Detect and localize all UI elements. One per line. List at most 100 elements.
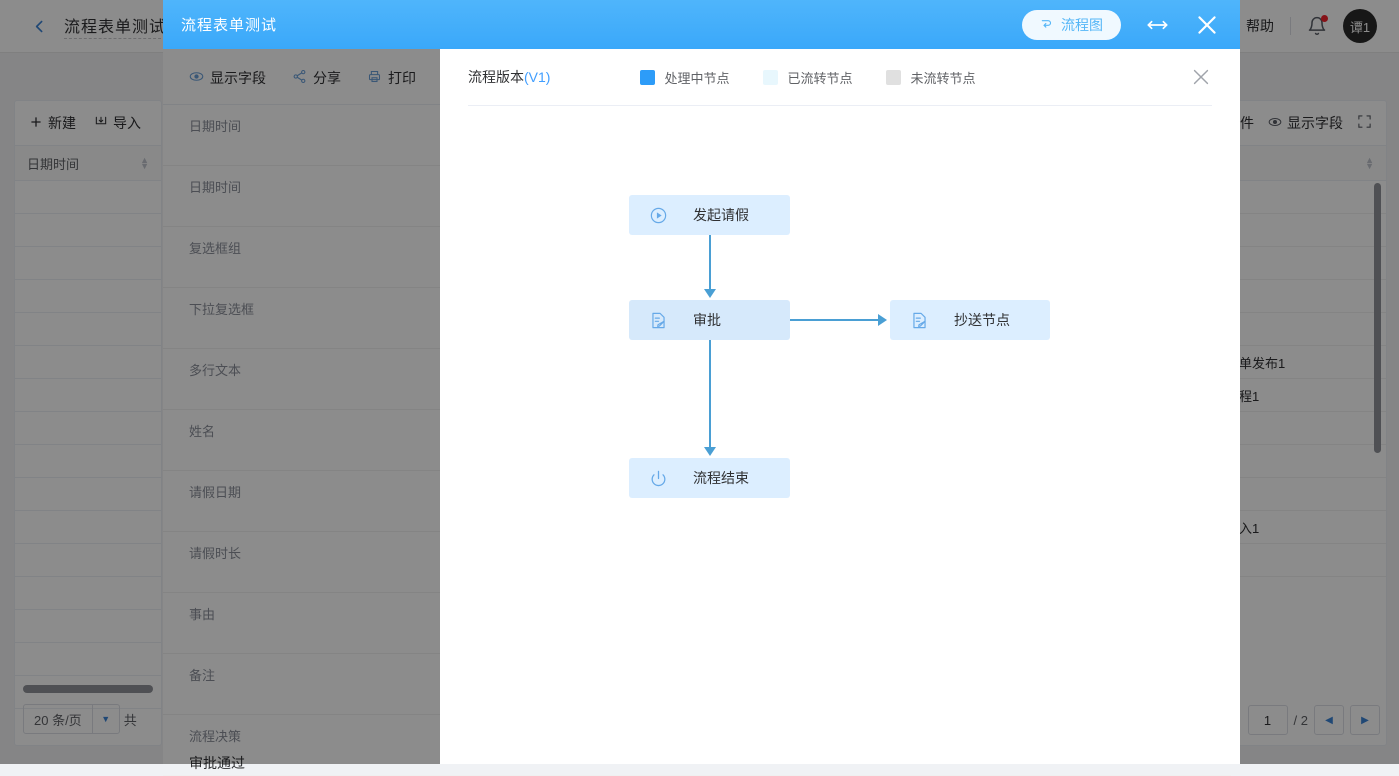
flow-panel-toolbar: 流程版本(V1) 处理中节点 已流转节点 未流转节点 xyxy=(440,49,1240,105)
process-version: 流程版本(V1) xyxy=(468,67,550,87)
edge-approve-to-end xyxy=(709,340,711,449)
process-version-value: (V1) xyxy=(524,69,551,85)
table-row[interactable] xyxy=(15,313,161,346)
flow-legend: 处理中节点 已流转节点 未流转节点 xyxy=(640,68,976,87)
table-row[interactable] xyxy=(15,511,161,544)
table-row[interactable] xyxy=(15,247,161,280)
form-field-label: 事由 xyxy=(189,607,216,622)
fullscreen-icon[interactable] xyxy=(1357,114,1372,132)
next-page-button[interactable]: ▶ xyxy=(1350,705,1380,735)
current-page-input[interactable]: 1 xyxy=(1247,705,1288,735)
legend-label: 处理中节点 xyxy=(664,70,730,86)
table-row[interactable] xyxy=(1201,544,1386,577)
topbar-right-group: 帮助 谭1 xyxy=(1246,9,1377,43)
form-field-label: 姓名 xyxy=(189,424,216,439)
legend-item-in-progress: 处理中节点 xyxy=(640,68,729,87)
show-fields-label: 显示字段 xyxy=(210,70,266,86)
import-button[interactable]: 导入 xyxy=(94,113,141,133)
table-row[interactable] xyxy=(15,346,161,379)
table-row[interactable] xyxy=(15,181,161,214)
total-label: 共 xyxy=(123,712,137,728)
legend-swatch xyxy=(886,69,902,85)
table-row[interactable] xyxy=(1201,247,1386,280)
modal-title: 流程表单测试 xyxy=(181,17,278,34)
form-field-label: 流程决策 xyxy=(189,729,242,744)
table-row[interactable] xyxy=(15,676,161,709)
table-row[interactable] xyxy=(15,280,161,313)
bell-icon[interactable] xyxy=(1307,15,1328,36)
legend-label: 未流转节点 xyxy=(910,70,976,86)
share-label: 分享 xyxy=(313,70,341,86)
table-row[interactable] xyxy=(1201,280,1386,313)
form-field-label: 请假时长 xyxy=(189,546,242,561)
close-icon[interactable] xyxy=(1194,12,1220,38)
share-icon xyxy=(292,69,307,87)
right-card-pagination: 1 / 2 ◀ ▶ xyxy=(1247,705,1380,735)
avatar[interactable]: 谭1 xyxy=(1343,9,1377,43)
total-pages-label: / 2 xyxy=(1293,712,1308,728)
flow-node-start[interactable]: 发起请假 xyxy=(629,195,790,235)
flow-node-cc[interactable]: 抄送节点 xyxy=(890,300,1050,340)
legend-swatch xyxy=(640,69,656,85)
flow-diagram-panel: 流程版本(V1) 处理中节点 已流转节点 未流转节点 xyxy=(440,49,1240,764)
show-fields-button[interactable]: 显示字段 xyxy=(189,68,266,88)
flow-diagram-button[interactable]: 流程图 xyxy=(1022,9,1121,40)
table-row[interactable] xyxy=(15,379,161,412)
page-size-select[interactable]: 20 条/页 ▼ xyxy=(23,704,120,734)
arrows-horizontal-icon[interactable] xyxy=(1145,17,1170,33)
form-field-label: 备注 xyxy=(189,668,216,683)
table-row[interactable] xyxy=(15,412,161,445)
horizontal-scrollbar[interactable] xyxy=(23,685,153,693)
legend-item-not-reached: 未流转节点 xyxy=(886,68,976,87)
new-record-label: 新建 xyxy=(48,115,76,131)
eye-icon xyxy=(189,69,204,87)
table-row[interactable] xyxy=(1201,445,1386,478)
table-row[interactable] xyxy=(15,577,161,610)
form-field-label: 日期时间 xyxy=(189,119,242,134)
flow-icon xyxy=(1040,16,1054,33)
share-button[interactable]: 分享 xyxy=(292,68,341,88)
flow-canvas[interactable]: 发起请假 审批 抄送节点 流程结束 xyxy=(440,106,1240,746)
edge-start-to-approve xyxy=(709,235,711,291)
table-row[interactable] xyxy=(15,445,161,478)
table-row[interactable] xyxy=(15,478,161,511)
form-field-label: 日期时间 xyxy=(189,180,242,195)
left-card-column-header[interactable]: 日期时间 ▲▼ xyxy=(15,145,161,181)
right-show-fields-button[interactable]: 显示字段 xyxy=(1268,113,1343,133)
arrow-right-icon xyxy=(878,314,887,326)
eye-icon xyxy=(1268,115,1282,132)
divider xyxy=(468,105,1212,106)
close-icon[interactable] xyxy=(1190,66,1212,88)
form-field-label: 复选框组 xyxy=(189,241,242,256)
page-title: 流程表单测试 xyxy=(64,13,167,39)
print-button[interactable]: 打印 xyxy=(367,68,416,88)
print-icon xyxy=(367,69,382,87)
table-row[interactable] xyxy=(15,214,161,247)
edge-approve-to-cc xyxy=(790,319,879,321)
divider xyxy=(1290,17,1291,35)
import-label: 导入 xyxy=(113,115,141,131)
new-record-button[interactable]: 新建 xyxy=(29,113,76,133)
table-row[interactable] xyxy=(15,610,161,643)
help-link[interactable]: 帮助 xyxy=(1246,18,1274,34)
back-chevron-icon[interactable] xyxy=(22,9,56,43)
flow-node-approve[interactable]: 审批 xyxy=(629,300,790,340)
flow-node-end[interactable]: 流程结束 xyxy=(629,458,790,498)
modal-header-actions: 流程图 xyxy=(1022,9,1220,40)
sort-arrows-icon[interactable]: ▲▼ xyxy=(140,155,149,171)
table-row[interactable] xyxy=(15,643,161,676)
legend-label: 已流转节点 xyxy=(787,70,853,86)
table-row[interactable] xyxy=(1201,412,1386,445)
legend-swatch xyxy=(763,69,779,85)
right-show-fields-label: 显示字段 xyxy=(1287,115,1343,131)
approve-doc-icon xyxy=(647,309,669,331)
table-row[interactable] xyxy=(15,544,161,577)
play-circle-icon xyxy=(647,204,669,226)
sort-arrows-icon[interactable]: ▲▼ xyxy=(1365,155,1374,171)
vertical-scrollbar[interactable] xyxy=(1374,183,1381,453)
print-label: 打印 xyxy=(388,70,416,86)
chevron-down-icon[interactable]: ▼ xyxy=(91,705,119,733)
table-row[interactable] xyxy=(1201,214,1386,247)
flow-diagram-label: 流程图 xyxy=(1061,16,1103,33)
prev-page-button[interactable]: ◀ xyxy=(1314,705,1344,735)
